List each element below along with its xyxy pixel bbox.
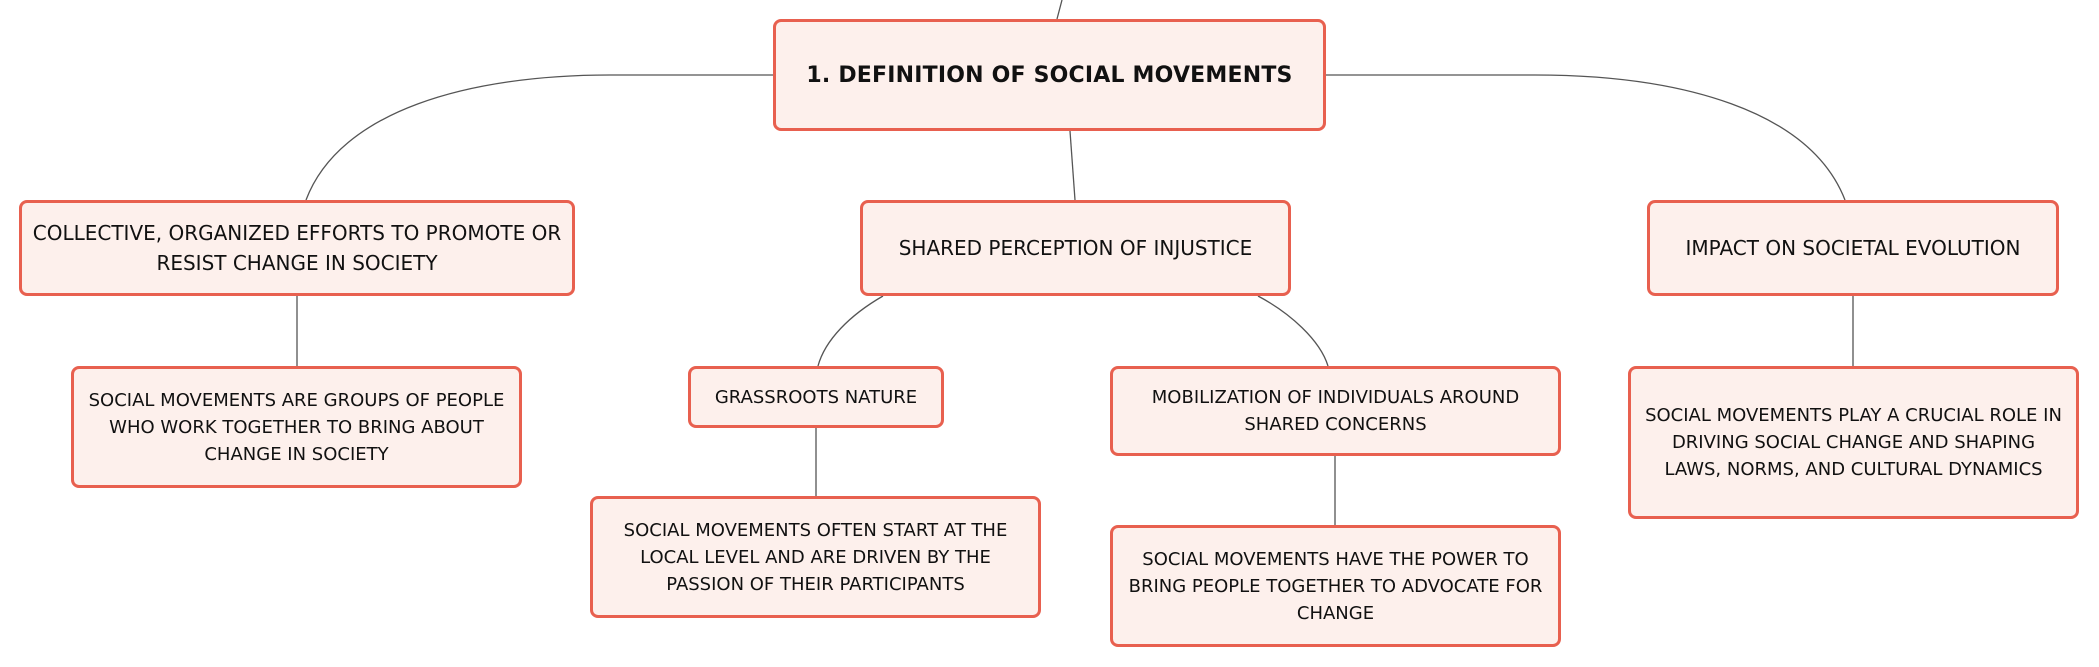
root-topic-node[interactable]: 1. DEFINITION OF SOCIAL MOVEMENTS: [773, 19, 1326, 131]
subtopic-node-grassroots-nature[interactable]: GRASSROOTS NATURE: [688, 366, 944, 428]
branch-label-societal-impact: IMPACT ON SOCIETAL EVOLUTION: [1685, 236, 2021, 260]
branch-node-societal-impact[interactable]: IMPACT ON SOCIETAL EVOLUTION: [1647, 200, 2059, 296]
branch-node-collective-efforts[interactable]: COLLECTIVE, ORGANIZED EFFORTS TO PROMOTE…: [19, 200, 575, 296]
subtopic-label-grassroots-nature: GRASSROOTS NATURE: [714, 386, 918, 408]
subtopic-label-crucial-role: SOCIAL MOVEMENTS PLAY A CRUCIAL ROLE IN …: [1645, 405, 2062, 480]
connector-injustice-to-mobilize: [1257, 295, 1329, 367]
branch-label-shared-injustice: SHARED PERCEPTION OF INJUSTICE: [898, 236, 1253, 260]
connector-root-to-impact: [1326, 74, 1846, 201]
subtopic-node-groups-of-people[interactable]: SOCIAL MOVEMENTS ARE GROUPS OF PEOPLE WH…: [71, 366, 522, 488]
subtopic-label-power-to-bring: SOCIAL MOVEMENTS HAVE THE POWER TO BRING…: [1128, 548, 1543, 624]
connector-incoming-root: [1056, 0, 1063, 20]
branch-node-shared-injustice[interactable]: SHARED PERCEPTION OF INJUSTICE: [860, 200, 1291, 296]
branch-label-collective-efforts: COLLECTIVE, ORGANIZED EFFORTS TO PROMOTE…: [32, 221, 562, 275]
subtopic-node-power-to-bring[interactable]: SOCIAL MOVEMENTS HAVE THE POWER TO BRING…: [1110, 525, 1561, 647]
subtopic-label-mobilization: MOBILIZATION OF INDIVIDUALS AROUND SHARE…: [1151, 387, 1520, 435]
subtopic-node-crucial-role[interactable]: SOCIAL MOVEMENTS PLAY A CRUCIAL ROLE IN …: [1628, 366, 2079, 519]
connector-root-to-injustice: [1069, 130, 1076, 201]
subtopic-node-mobilization[interactable]: MOBILIZATION OF INDIVIDUALS AROUND SHARE…: [1110, 366, 1561, 456]
subtopic-node-local-level[interactable]: SOCIAL MOVEMENTS OFTEN START AT THE LOCA…: [590, 496, 1041, 618]
subtopic-label-local-level: SOCIAL MOVEMENTS OFTEN START AT THE LOCA…: [623, 519, 1008, 595]
connector-injustice-to-grassroots: [817, 295, 884, 367]
connector-root-to-collective: [305, 74, 773, 201]
subtopic-label-groups-of-people: SOCIAL MOVEMENTS ARE GROUPS OF PEOPLE WH…: [88, 389, 505, 465]
root-topic-label: 1. DEFINITION OF SOCIAL MOVEMENTS: [806, 62, 1293, 88]
